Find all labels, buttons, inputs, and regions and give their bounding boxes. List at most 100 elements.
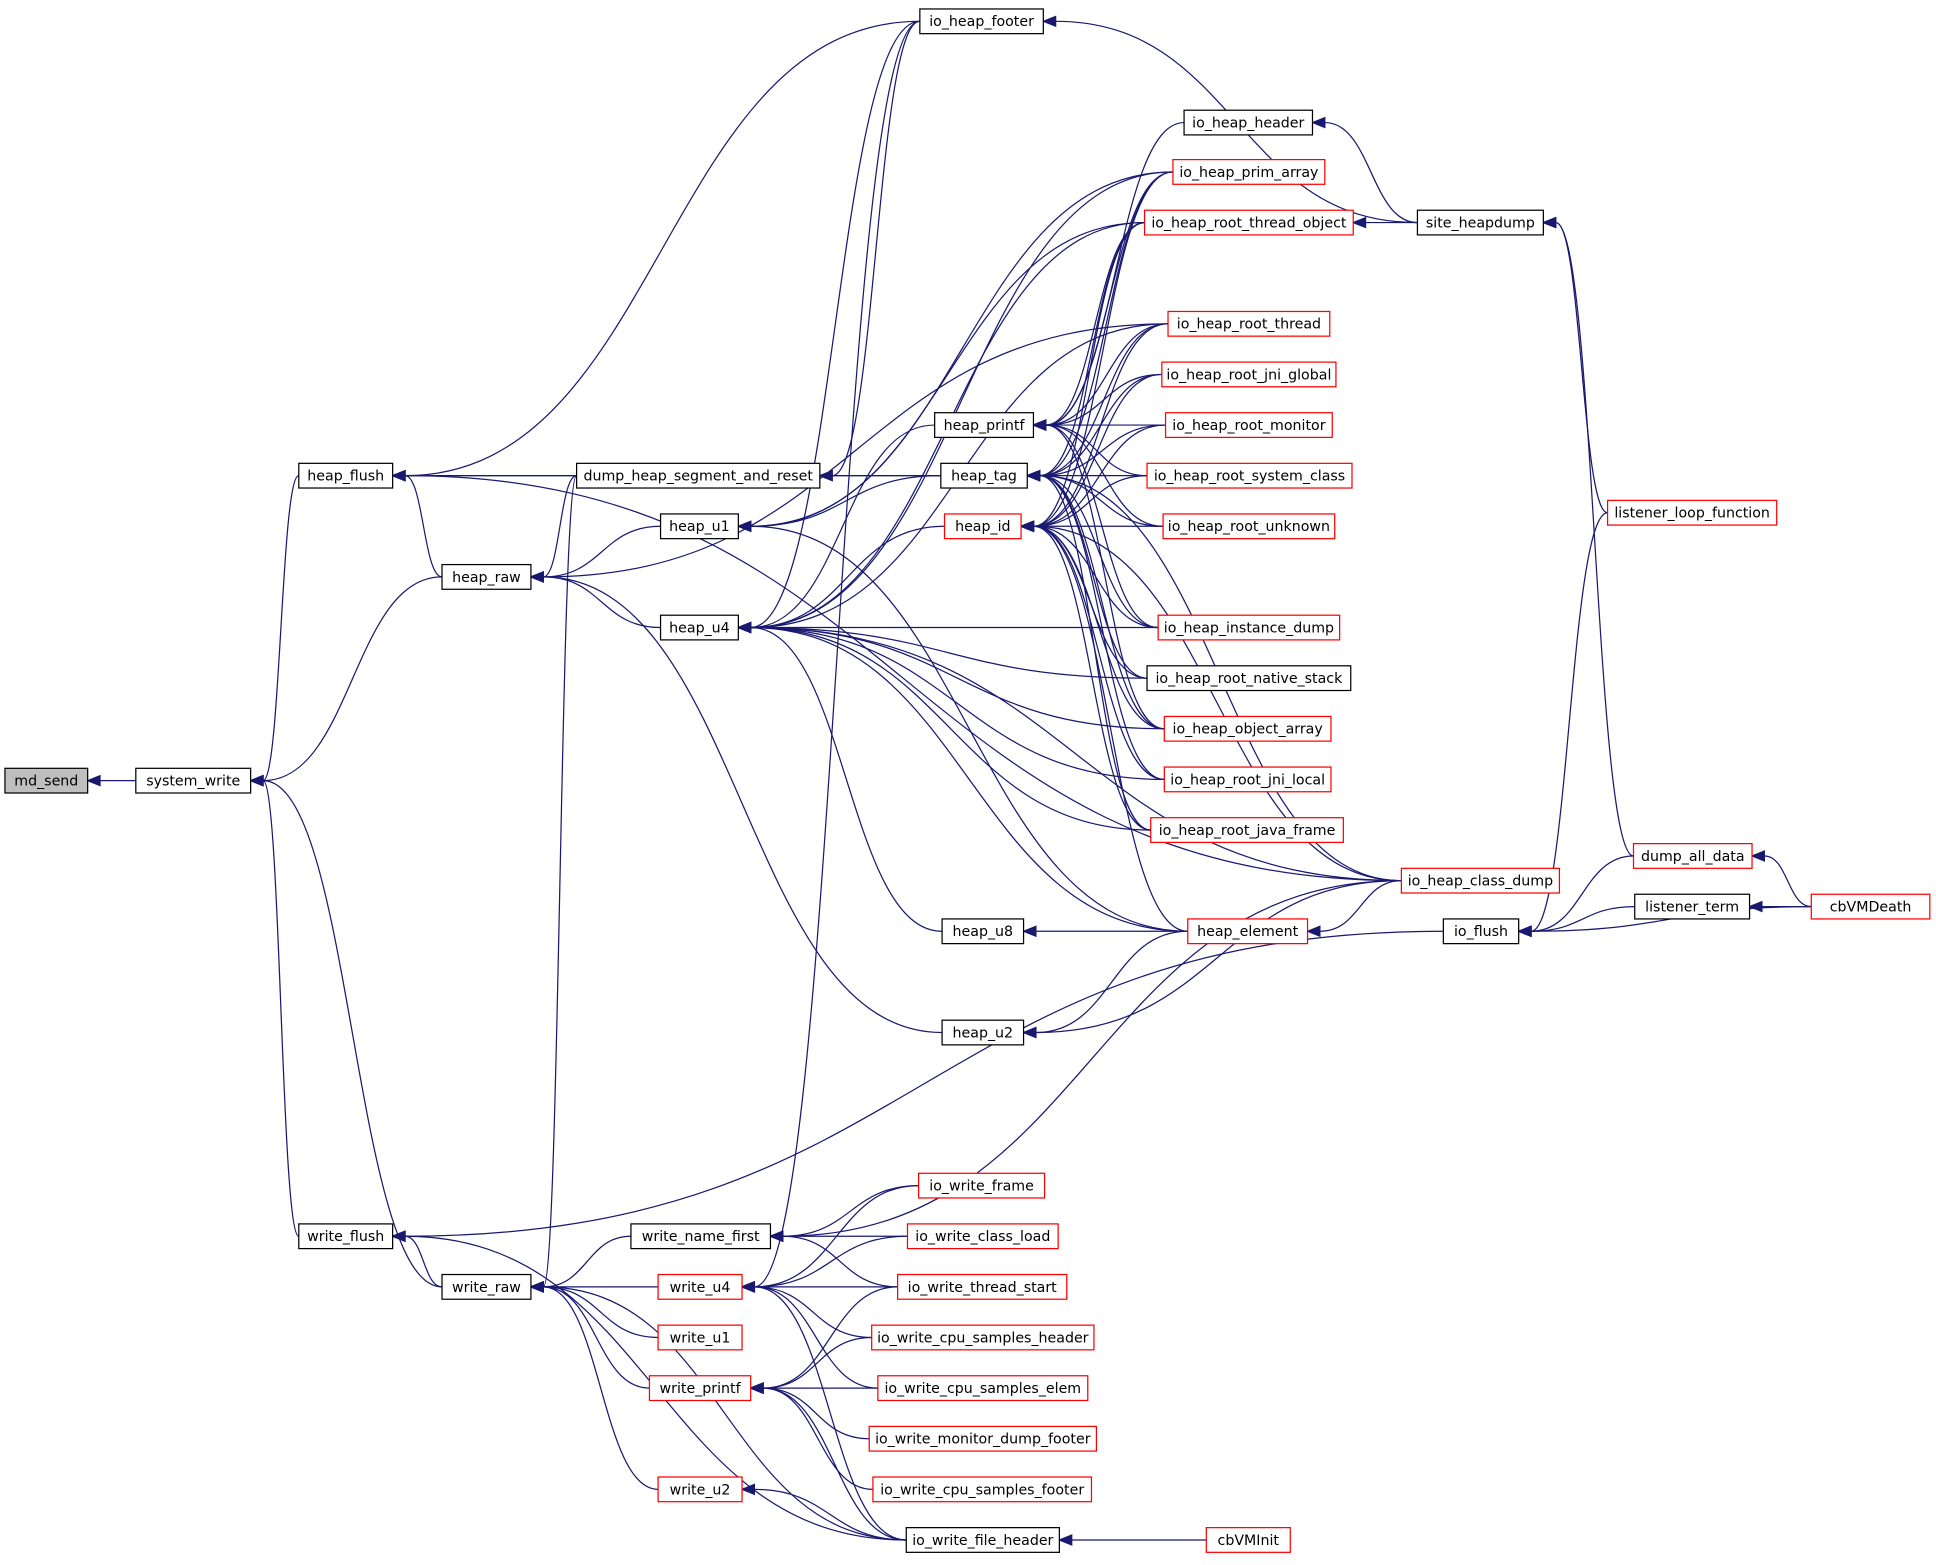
node-io-heap-root-native-stack[interactable]: io_heap_root_native_stack (1146, 665, 1352, 692)
node-label: heap_tag (951, 469, 1017, 485)
edge-heap_u4-to-heap_raw (529, 571, 661, 629)
node-cbVMInit[interactable]: cbVMInit (1205, 1527, 1291, 1553)
node-label: heap_raw (452, 570, 521, 586)
node-label: heap_id (955, 519, 1010, 535)
edge-io_heap_root_thread-to-heap_raw (529, 323, 1169, 583)
edge-heap_element-to-heap_u8 (1021, 925, 1188, 938)
node-box (441, 1273, 532, 1300)
node-io-heap-root-jni-global[interactable]: io_heap_root_jni_global (1161, 361, 1337, 388)
node-io-heap-root-java-frame[interactable]: io_heap_root_java_frame (1150, 817, 1344, 843)
arrowhead-icon (749, 1382, 764, 1394)
node-heap-u4[interactable]: heap_u4 (659, 614, 739, 641)
node-io-heap-root-jni-local[interactable]: io_heap_root_jni_local (1163, 766, 1332, 793)
node-box (1163, 766, 1332, 793)
node-io-write-file-header[interactable]: io_write_file_header (905, 1527, 1060, 1553)
node-io-heap-header[interactable]: io_heap_header (1183, 109, 1314, 136)
node-box (575, 462, 821, 489)
edge-write_name_first-to-write_raw (529, 1235, 631, 1293)
node-heap-flush[interactable]: heap_flush (298, 462, 394, 489)
edge-io_heap_footer-to-heap_flush (390, 20, 920, 482)
node-write-raw[interactable]: write_raw (441, 1273, 532, 1300)
edge-io_heap_class_dump-to-heap_flush (390, 469, 1402, 882)
node-system-write[interactable]: system_write (135, 767, 252, 794)
node-box (1634, 893, 1751, 920)
arrowhead-icon (1541, 216, 1557, 229)
edge-cbVMDeath-to-listener_term (1747, 900, 1812, 913)
node-heap-u2[interactable]: heap_u2 (941, 1019, 1025, 1046)
edge-write_raw-to-system_write (248, 774, 443, 1288)
node-io-write-class-load[interactable]: io_write_class_load (906, 1223, 1059, 1250)
arrowhead-icon (1750, 850, 1765, 862)
edge-io_heap_instance_dump-to-heap_id (1019, 520, 1159, 629)
node-label: heap_u1 (669, 519, 730, 535)
node-io-heap-root-monitor[interactable]: io_heap_root_monitor (1164, 412, 1333, 439)
node-io-heap-root-unknown[interactable]: io_heap_root_unknown (1162, 513, 1336, 540)
node-label: io_heap_root_system_class (1154, 469, 1345, 485)
node-heap-tag[interactable]: heap_tag (940, 462, 1028, 489)
node-heap-raw[interactable]: heap_raw (441, 563, 532, 590)
node-box (1157, 614, 1341, 641)
node-io-heap-prim-array[interactable]: io_heap_prim_array (1172, 158, 1326, 185)
node-io-heap-root-thread-object[interactable]: io_heap_root_thread_object (1143, 209, 1354, 236)
node-dump-all-data[interactable]: dump_all_data (1632, 843, 1753, 869)
node-io-write-monitor-dump-footer[interactable]: io_write_monitor_dump_footer (868, 1425, 1098, 1452)
node-label: heap_u4 (669, 620, 730, 636)
node-io-write-cpu-samples-elem[interactable]: io_write_cpu_samples_elem (877, 1375, 1089, 1402)
node-heap-u8[interactable]: heap_u8 (941, 918, 1025, 945)
node-label: cbVMDeath (1830, 900, 1912, 916)
edge-dump_heap_segment_and_reset-to-write_raw (529, 475, 578, 1293)
node-label: io_heap_footer (929, 14, 1034, 30)
node-md-send[interactable]: md_send (4, 767, 89, 794)
node-write-u1[interactable]: write_u1 (657, 1324, 743, 1351)
node-io-heap-class-dump[interactable]: io_heap_class_dump (1400, 867, 1561, 894)
node-dump-heap-segment-and-reset[interactable]: dump_heap_segment_and_reset (575, 462, 821, 489)
node-box (868, 1425, 1098, 1452)
node-write-name-first[interactable]: write_name_first (630, 1223, 772, 1250)
arrowhead-icon (1031, 419, 1047, 431)
node-listener-loop-function[interactable]: listener_loop_function (1606, 499, 1778, 526)
node-label: listener_term (1645, 900, 1739, 916)
node-io-write-cpu-samples-footer[interactable]: io_write_cpu_samples_footer (872, 1476, 1093, 1503)
node-cbVMDeath[interactable]: cbVMDeath (1810, 893, 1931, 920)
node-write-flush[interactable]: write_flush (298, 1223, 394, 1250)
node-io-flush[interactable]: io_flush (1442, 918, 1520, 945)
node-label: io_flush (1454, 924, 1508, 940)
node-box (872, 1476, 1093, 1503)
node-heap-printf[interactable]: heap_printf (934, 412, 1035, 439)
node-io-write-thread-start[interactable]: io_write_thread_start (897, 1273, 1068, 1300)
node-heap-element[interactable]: heap_element (1187, 918, 1309, 945)
node-io-write-frame[interactable]: io_write_frame (917, 1172, 1046, 1199)
arrowhead-icon (390, 469, 406, 482)
node-write-u4[interactable]: write_u4 (657, 1273, 743, 1300)
node-listener-term[interactable]: listener_term (1634, 893, 1751, 920)
node-io-heap-instance-dump[interactable]: io_heap_instance_dump (1157, 614, 1341, 641)
node-write-printf[interactable]: write_printf (648, 1375, 752, 1402)
node-io-heap-root-thread[interactable]: io_heap_root_thread (1167, 310, 1331, 337)
node-box (441, 563, 532, 590)
node-box (1187, 918, 1309, 945)
node-box (1164, 412, 1333, 439)
graph-nodes: md_send system_write heap_flush heap_rawwri… (4, 8, 1931, 1553)
arrowhead-icon (1310, 116, 1326, 129)
edge-io_heap_root_thread_object-to-heap_u1 (736, 221, 1145, 533)
node-io-heap-object-array[interactable]: io_heap_object_array (1163, 715, 1332, 742)
node-io-heap-footer[interactable]: io_heap_footer (919, 8, 1044, 35)
node-label: io_heap_root_monitor (1172, 418, 1325, 434)
edge-site_heapdump-to-io_heap_root_thread_object (1351, 216, 1418, 229)
node-write-u2[interactable]: write_u2 (657, 1476, 743, 1503)
edge-io_heap_footer-to-heap_u4 (736, 20, 920, 634)
node-heap-u1[interactable]: heap_u1 (659, 513, 739, 540)
node-box (1400, 867, 1561, 894)
edge-io_heap_root_native_stack-to-heap_tag (1025, 469, 1148, 679)
edge-io_heap_footer-to-dump_heap_segment_and_reset (818, 20, 920, 482)
node-io-heap-root-system-class[interactable]: io_heap_root_system_class (1146, 462, 1353, 489)
node-label: heap_flush (307, 469, 384, 485)
node-io-write-cpu-samples-header[interactable]: io_write_cpu_samples_header (871, 1324, 1095, 1351)
node-label: io_write_cpu_samples_elem (884, 1381, 1081, 1397)
node-box (1810, 893, 1931, 920)
node-label: io_heap_root_thread (1177, 317, 1321, 333)
edge-heap_printf-to-heap_u4 (736, 424, 935, 634)
node-site-heapdump[interactable]: site_heapdump (1416, 209, 1544, 236)
node-heap-id[interactable]: heap_id (943, 513, 1022, 540)
